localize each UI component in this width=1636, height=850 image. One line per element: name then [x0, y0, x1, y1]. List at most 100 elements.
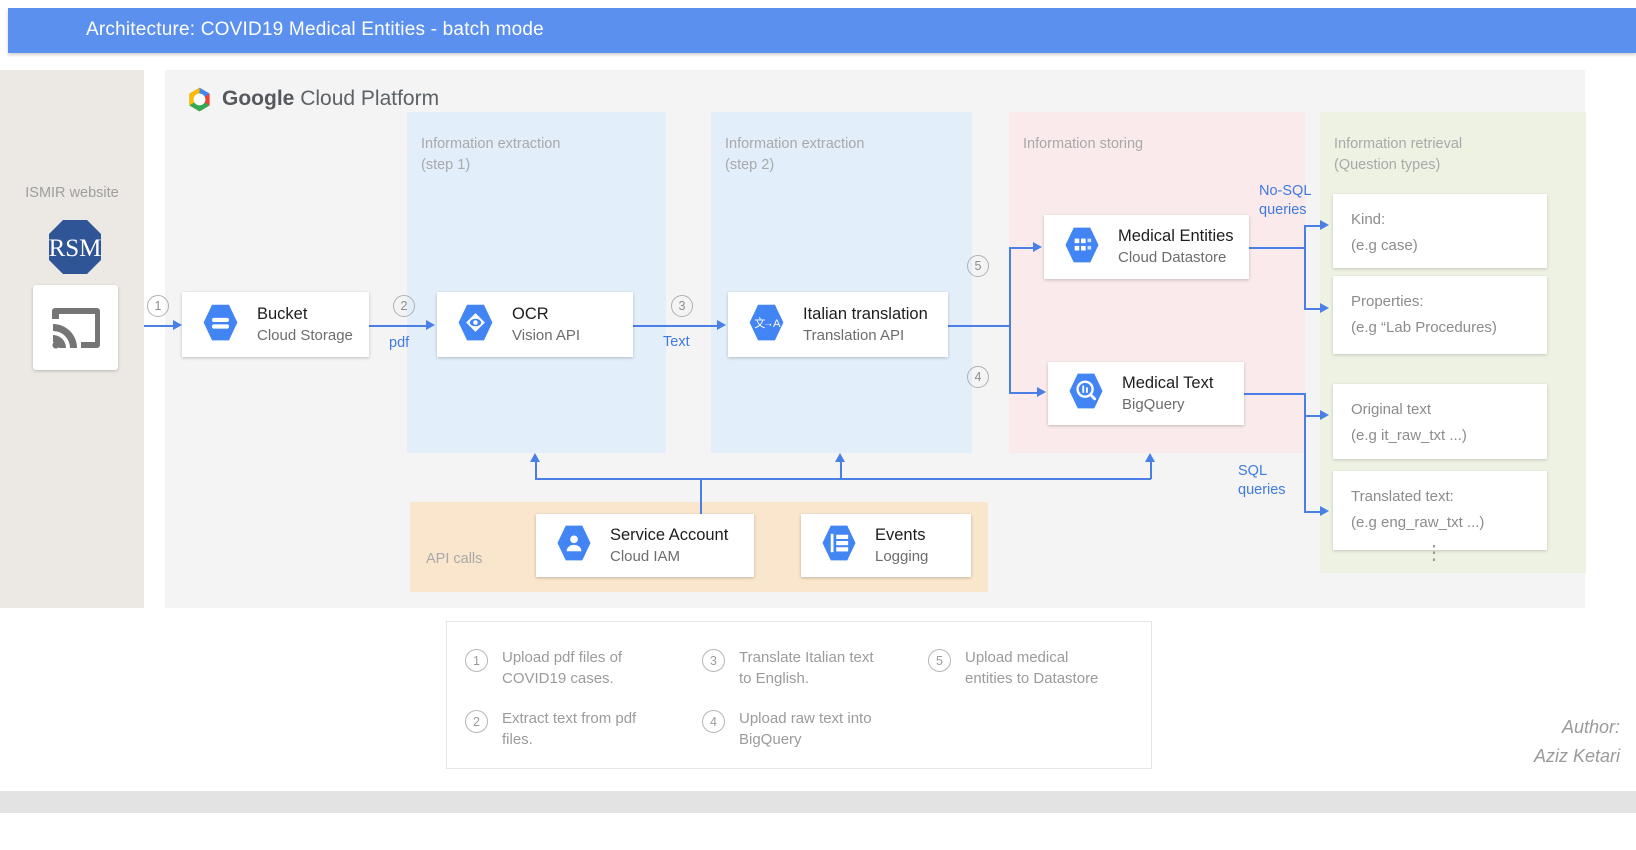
legend-number: 3 — [702, 649, 725, 672]
legend-item-3: 3 Translate Italian text to English. — [702, 647, 874, 689]
arrowhead — [1320, 303, 1329, 313]
svg-text:A: A — [773, 318, 781, 330]
service-product: Translation API — [803, 326, 905, 344]
service-card-medical-entities[interactable]: Medical Entities Cloud Datastore — [1044, 215, 1249, 279]
connector-nosql-bus — [1304, 225, 1306, 310]
connector-api-up-step2 — [840, 462, 842, 479]
arrowhead — [426, 320, 435, 330]
service-product: Cloud Storage — [257, 326, 353, 344]
service-card-bigquery[interactable]: Medical Text BigQuery — [1048, 362, 1244, 425]
service-product: Cloud Datastore — [1118, 249, 1227, 266]
author-credit: Author: Aziz Ketari — [1533, 717, 1620, 766]
retrieval-card-title: Translated text: — [1351, 488, 1454, 505]
retrieval-card-example: (e.g “Lab Procedures) — [1351, 319, 1497, 336]
legend-item-1: 1 Upload pdf files of COVID19 cases. — [465, 647, 622, 689]
service-card-translation[interactable]: 文 → A Italian translation Translation AP… — [728, 292, 948, 357]
connector-api-stem — [700, 478, 702, 514]
translation-api-icon: 文 → A — [744, 300, 789, 350]
arrowhead — [173, 320, 182, 330]
footer-bar — [0, 791, 1636, 813]
cloud-datastore-icon — [1060, 223, 1104, 272]
legend-item-2: 2 Extract text from pdf files. — [465, 708, 636, 750]
service-name: Italian translation — [803, 304, 928, 323]
arrowhead — [1145, 453, 1155, 462]
service-name: Service Account — [610, 525, 729, 544]
connector-source-bucket — [144, 325, 174, 327]
title-bar: Architecture: COVID19 Medical Entities -… — [8, 8, 1636, 53]
connector-translate-split — [948, 325, 1011, 327]
source-label: ISMIR website — [25, 185, 119, 201]
retrieval-card-original-text[interactable]: Original text (e.g it_raw_txt ...) — [1333, 384, 1547, 459]
arrowhead — [717, 320, 726, 330]
svg-text:RSM: RSM — [49, 235, 102, 262]
zone-information-extraction-step1: Information extraction (step 1) — [407, 112, 666, 453]
zone-information-extraction-step2: Information extraction (step 2) — [711, 112, 972, 453]
step-marker-5: 5 — [967, 255, 989, 277]
service-card-service-account[interactable]: Service Account Cloud IAM — [536, 514, 754, 577]
svg-text:→: → — [763, 318, 773, 329]
retrieval-more-indicator: ⋮ — [1424, 542, 1444, 564]
logging-icon — [817, 521, 861, 570]
gcp-logo-text-bold: Google — [222, 87, 295, 110]
retrieval-card-example: (e.g eng_raw_txt ...) — [1351, 514, 1485, 531]
page-title: Architecture: COVID19 Medical Entities -… — [86, 19, 544, 40]
service-card-ocr[interactable]: OCR Vision API — [437, 292, 633, 357]
ismir-logo-icon: RSM — [47, 218, 103, 276]
edge-label-sql: SQL queries — [1238, 463, 1286, 498]
zone-title: Information extraction (step 2) — [725, 136, 865, 173]
legend-number: 1 — [465, 649, 488, 672]
gcp-logo-text-light: Cloud Platform — [300, 87, 440, 110]
arrowhead — [1320, 410, 1329, 420]
service-card-events[interactable]: Events Logging — [801, 514, 971, 577]
service-card-bucket[interactable]: Bucket Cloud Storage — [182, 292, 369, 357]
arrowhead — [1320, 506, 1329, 516]
zone-title: API calls — [426, 551, 483, 567]
retrieval-card-kind[interactable]: Kind: (e.g case) — [1333, 194, 1547, 268]
connector-entities-bus — [1249, 247, 1305, 249]
service-product: BigQuery — [1122, 395, 1185, 413]
retrieval-card-example: (e.g case) — [1351, 237, 1418, 254]
edge-label-pdf: pdf — [389, 335, 410, 351]
retrieval-card-properties[interactable]: Properties: (e.g “Lab Procedures) — [1333, 276, 1547, 354]
cloud-storage-icon — [198, 300, 243, 350]
retrieval-card-title: Original text — [1351, 401, 1432, 418]
legend-text: Upload medical entities to Datastore — [965, 649, 1099, 687]
connector-sql-translated — [1304, 511, 1322, 513]
zone-title: Information extraction (step 1) — [421, 136, 561, 173]
legend-text: Translate Italian text to English. — [739, 649, 874, 687]
legend-box: 1 Upload pdf files of COVID19 cases. 2 E… — [446, 621, 1152, 769]
legend-number: 2 — [465, 710, 488, 733]
cloud-iam-icon — [552, 521, 596, 570]
legend-number: 4 — [702, 710, 725, 733]
legend-item-4: 4 Upload raw text into BigQuery — [702, 708, 872, 750]
step-marker-3: 3 — [671, 295, 693, 317]
step-marker-1: 1 — [147, 295, 169, 317]
vision-api-icon — [453, 300, 498, 350]
service-name: Events — [875, 525, 926, 544]
connector-ocr-translate — [633, 325, 718, 327]
connector-bucket-ocr — [369, 325, 427, 327]
connector-sql-bus — [1304, 393, 1306, 512]
retrieval-card-example: (e.g it_raw_txt ...) — [1351, 427, 1467, 444]
connector-api-up-store — [1150, 462, 1152, 479]
legend-item-5: 5 Upload medical entities to Datastore — [928, 647, 1098, 689]
bigquery-icon — [1064, 369, 1108, 418]
service-product: Logging — [875, 547, 929, 565]
arrowhead — [1037, 387, 1046, 397]
connector-split-vertical — [1009, 247, 1011, 393]
legend-text: Extract text from pdf files. — [502, 710, 637, 748]
retrieval-card-translated-text[interactable]: Translated text: (e.g eng_raw_txt ...) — [1333, 471, 1547, 550]
arrowhead — [835, 453, 845, 462]
service-name: OCR — [512, 304, 549, 323]
service-product: Vision API — [512, 326, 581, 344]
connector-sql-original — [1304, 415, 1322, 417]
step-marker-2: 2 — [393, 295, 415, 317]
service-name: Medical Text — [1122, 373, 1214, 392]
connector-api-bus — [535, 478, 1151, 480]
step-marker-4: 4 — [967, 366, 989, 388]
edge-label-text: Text — [663, 334, 690, 350]
connector-split-bigquery — [1009, 392, 1039, 394]
arrowhead — [1033, 242, 1042, 252]
service-name: Bucket — [257, 304, 308, 323]
